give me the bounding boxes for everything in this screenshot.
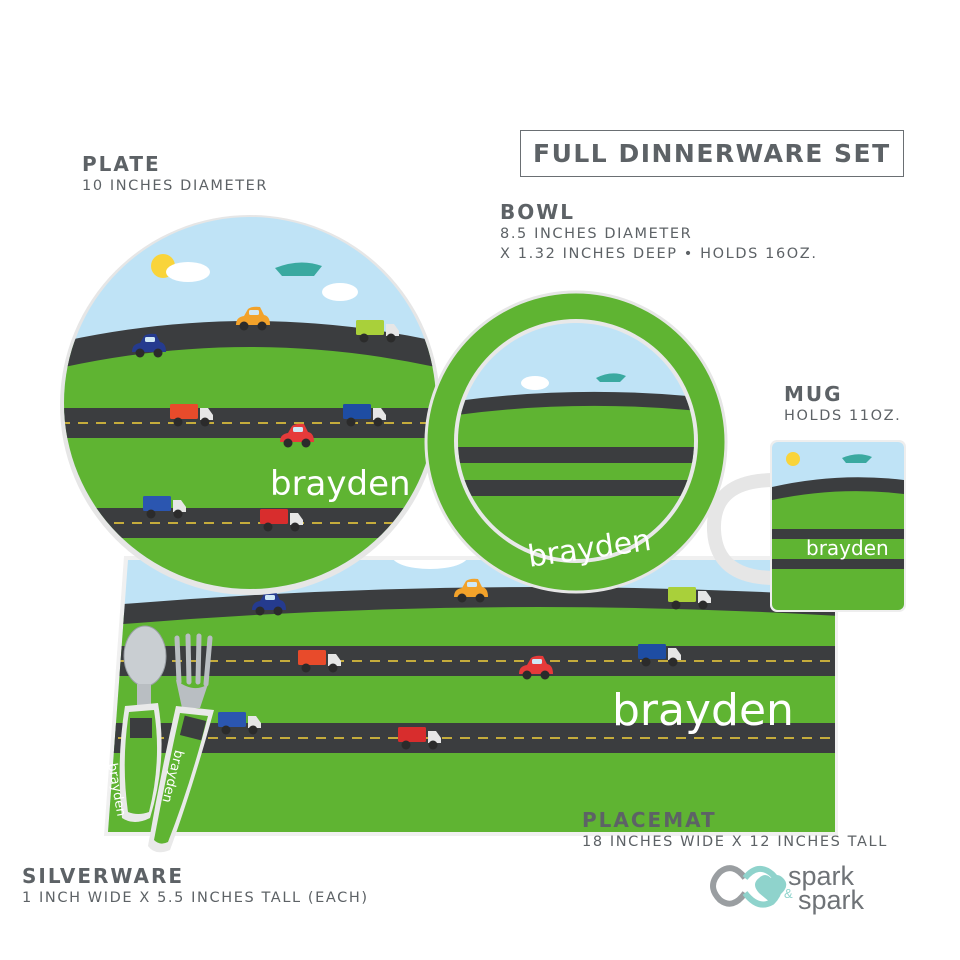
plate-illustration — [60, 215, 440, 595]
mug-size: HOLDS 11OZ. — [784, 408, 902, 424]
spark-and-spark-logo — [710, 865, 787, 908]
silverware-title: SILVERWARE — [22, 864, 185, 888]
placemat-name: brayden — [612, 685, 794, 736]
plate-label: PLATE 10 INCHES DIAMETER — [82, 152, 268, 196]
brand-line2-wrap: & spark — [784, 885, 865, 915]
placemat-label: PLACEMAT 18 INCHES WIDE X 12 INCHES TALL — [582, 808, 888, 852]
spoon-illustration — [119, 625, 167, 822]
brand-line2: spark — [798, 885, 865, 915]
brand-wordmark: spark & spark — [784, 861, 865, 915]
placemat-size: 18 INCHES WIDE X 12 INCHES TALL — [582, 834, 888, 850]
placemat-illustration — [104, 556, 838, 836]
bowl-size-line1: 8.5 INCHES DIAMETER — [500, 226, 693, 242]
silverware-label: SILVERWARE 1 INCH WIDE X 5.5 INCHES TALL… — [22, 864, 369, 908]
bowl-title: BOWL — [500, 200, 576, 224]
mug-name: brayden — [806, 536, 889, 560]
fork-illustration — [148, 633, 214, 853]
full-set-title: FULL DINNERWARE SET — [533, 139, 891, 168]
placemat-title: PLACEMAT — [582, 808, 717, 832]
mug-label: MUG HOLDS 11OZ. — [784, 382, 901, 426]
silverware-size: 1 INCH WIDE X 5.5 INCHES TALL (EACH) — [22, 890, 369, 906]
plate-title: PLATE — [82, 152, 161, 176]
plate-size: 10 INCHES DIAMETER — [82, 178, 269, 194]
bowl-label: BOWL 8.5 INCHES DIAMETER X 1.32 INCHES D… — [500, 200, 818, 264]
bowl-size-line2: X 1.32 INCHES DEEP • HOLDS 16OZ. — [500, 246, 818, 262]
mug-title: MUG — [784, 382, 843, 406]
brand-line1: spark — [788, 861, 855, 891]
plate-name: brayden — [270, 464, 411, 504]
mug-illustration — [706, 440, 906, 612]
bowl-illustration — [424, 290, 728, 594]
full-set-badge: FULL DINNERWARE SET — [520, 130, 904, 177]
brand-amp: & — [784, 886, 793, 901]
